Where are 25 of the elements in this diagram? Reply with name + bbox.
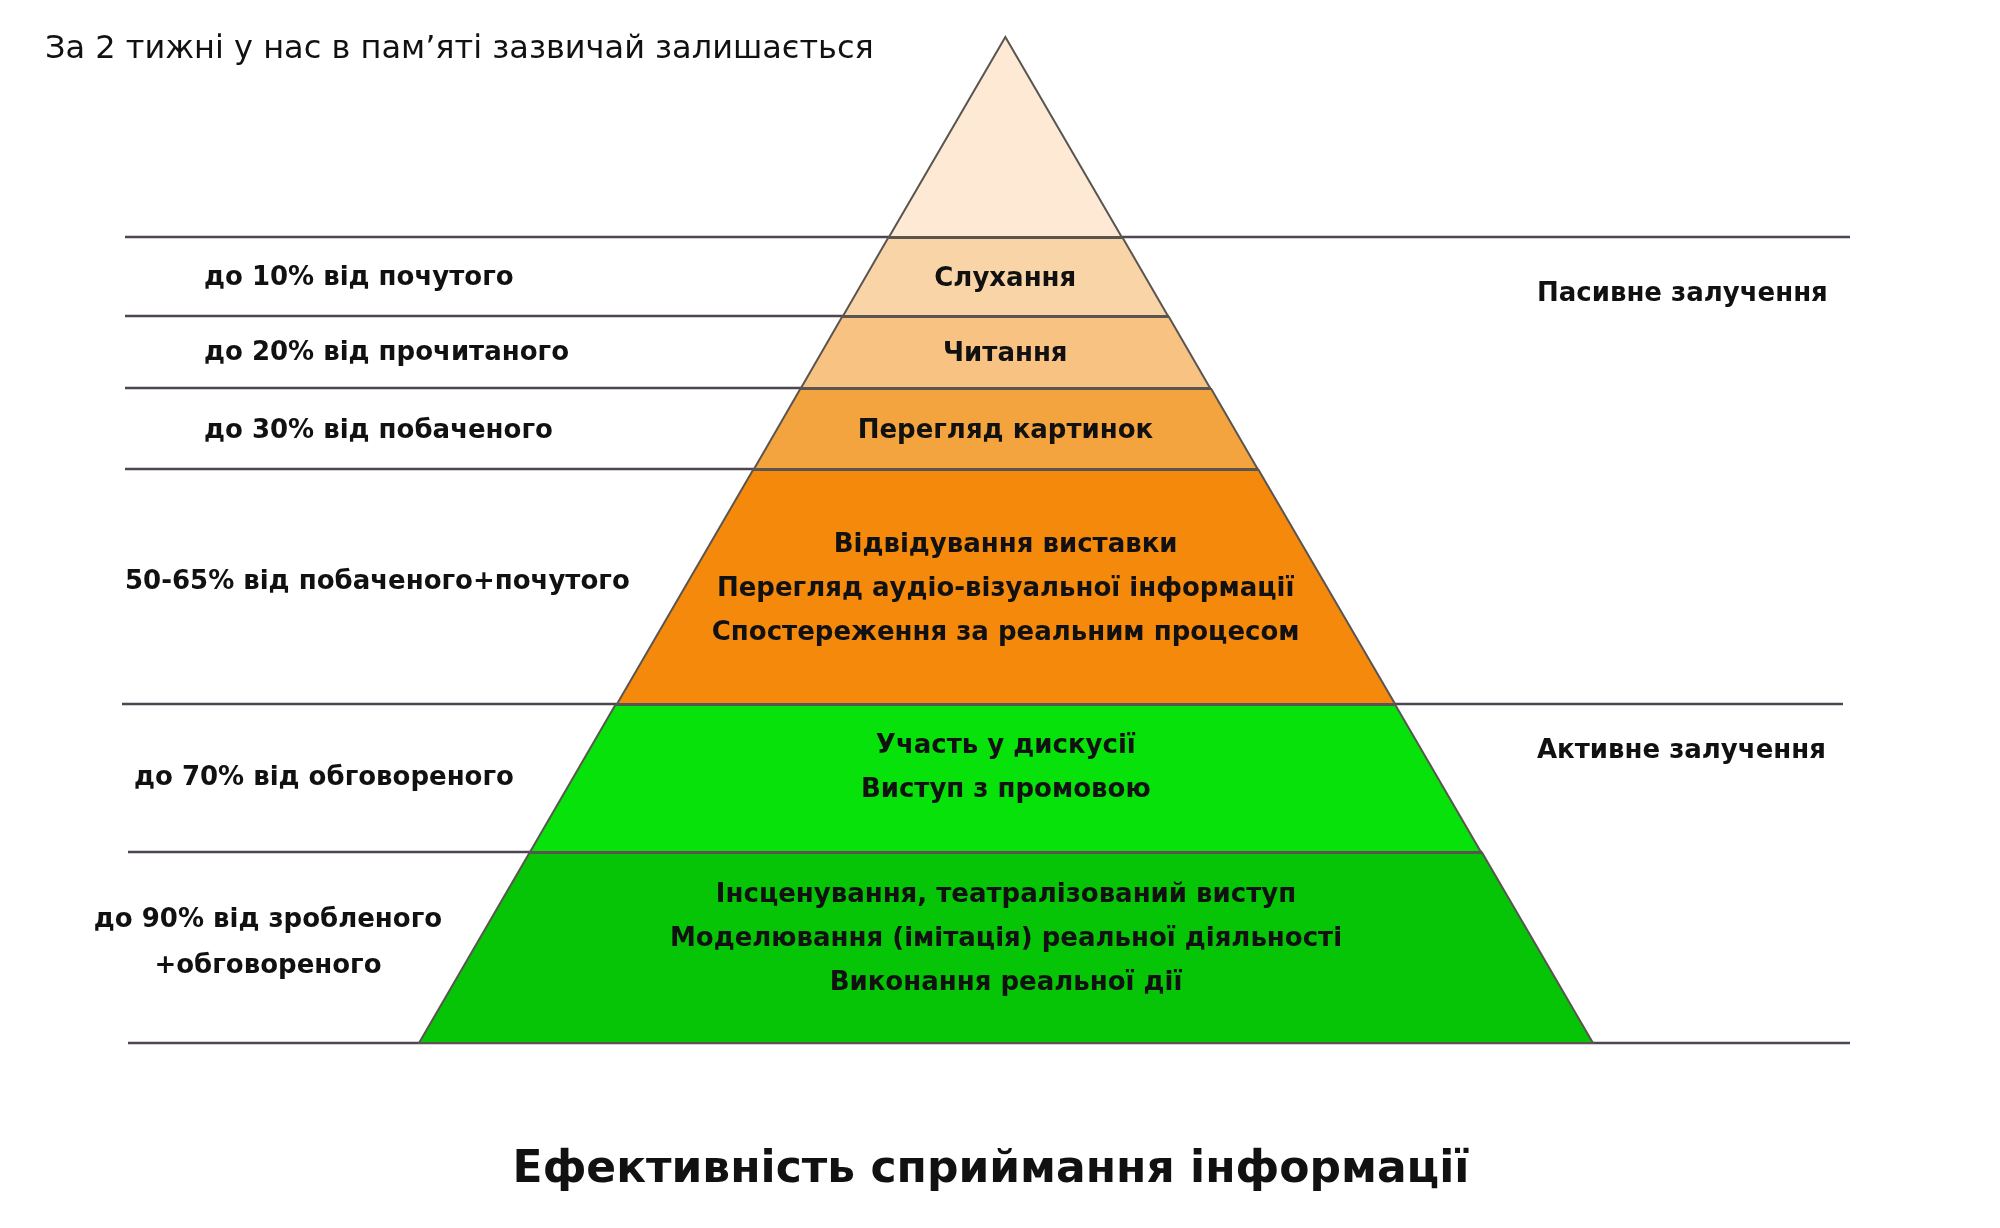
heading-text: За 2 тижні у нас в пам’яті зазвичай залишається — [45, 27, 874, 67]
engagement-label: Активне залучення — [1537, 733, 1826, 766]
pyramid-apex — [887, 36, 1123, 237]
retention-label: 50-65% від побаченого+почутого — [125, 564, 630, 597]
pyramid-tier — [529, 704, 1483, 852]
retention-label: до 10% від почутого — [204, 260, 514, 293]
tier-label: Виконання реальної дії — [829, 964, 1183, 998]
engagement-label: Пасивне залучення — [1537, 276, 1828, 309]
tier-label: Виступ з промовою — [860, 772, 1151, 805]
tier-label: Спостереження за реальним процесом — [711, 614, 1300, 648]
pyramid-tier — [841, 237, 1169, 316]
tier-label: Перегляд аудіо-візуальної інформації — [716, 570, 1295, 604]
pyramid-tier — [799, 316, 1211, 388]
tier-label: Перегляд картинок — [857, 412, 1154, 446]
retention-label: до 30% від побаченого — [204, 413, 553, 446]
retention-label: до 90% від зробленого +обговореного — [92, 902, 444, 981]
retention-label: до 70% від обговореного — [134, 760, 514, 793]
tier-label: Участь у дискусії — [875, 728, 1136, 761]
tier-label: Читання — [943, 336, 1068, 369]
diagram-title: Ефективність сприймання інформації — [512, 1140, 1470, 1194]
tier-label: Слухання — [934, 260, 1077, 294]
tier-label: Відвідування виставки — [833, 526, 1178, 560]
tier-label: Моделювання (імітація) реальної діяльності — [669, 920, 1343, 954]
tier-label: Інсценування, театралізований виступ — [715, 876, 1297, 910]
retention-label: до 20% від прочитаного — [204, 335, 569, 368]
